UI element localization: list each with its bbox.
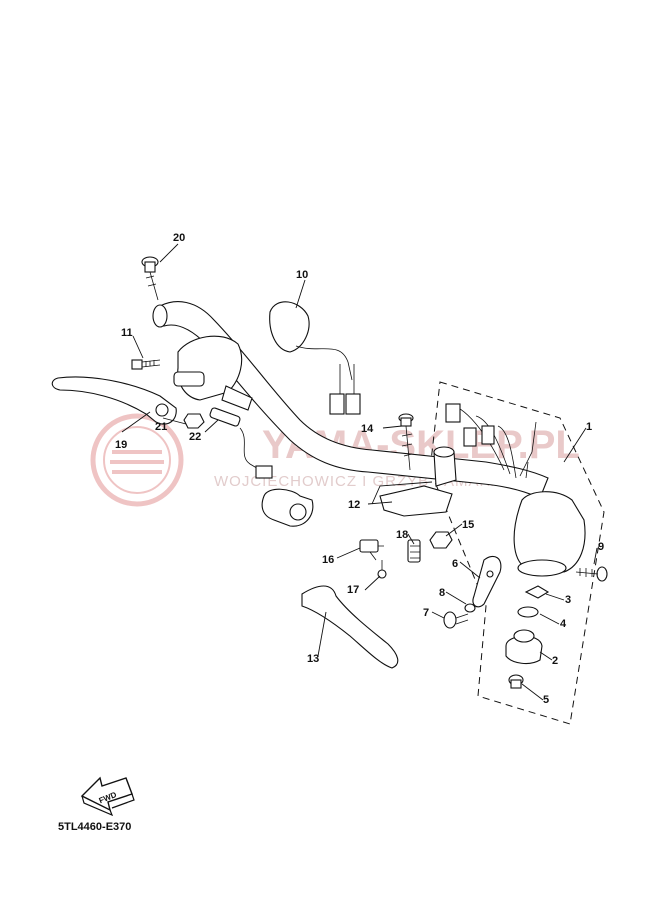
callout-13: 13: [307, 653, 319, 665]
callout-17: 17: [347, 584, 359, 596]
handlebar: [152, 301, 549, 499]
callout-4: 4: [560, 618, 567, 630]
cap-2: [505, 629, 543, 665]
washer-8: [464, 603, 476, 613]
right-switch-assembly: [445, 403, 586, 577]
bolt-11: [131, 359, 161, 370]
callout-9: 9: [598, 541, 604, 553]
screw-7: [443, 611, 469, 629]
callout-19: 19: [115, 439, 127, 451]
bolt-20: [141, 256, 159, 301]
leader-lines: [121, 243, 598, 701]
callout-22: 22: [189, 431, 201, 443]
callout-3: 3: [565, 594, 571, 606]
washer-4: [517, 606, 539, 618]
callout-6: 6: [452, 558, 458, 570]
brake-lever: [301, 585, 399, 669]
callout-21: 21: [155, 421, 167, 433]
bolt-14: [398, 413, 414, 471]
forward-arrow-icon: FWD: [80, 776, 135, 817]
bracket-clamp: [261, 488, 314, 527]
lever-holder-12: [379, 446, 457, 517]
watermark-logo: [90, 413, 184, 507]
bracket-6: [472, 555, 502, 608]
clutch-lever: [51, 376, 177, 425]
clip-3: [524, 585, 550, 599]
bolt-18: [407, 539, 421, 563]
left-lever-holder: [173, 335, 253, 411]
callout-numbers: 1 2 3 4 5 6 7 8 9 10 11 12 13 14 15 16 1…: [115, 232, 604, 706]
callout-16: 16: [322, 554, 334, 566]
brake-switch-16: [359, 539, 384, 561]
callout-11: 11: [121, 327, 133, 339]
clutch-switch: [209, 407, 273, 479]
document-code: 5TL4460-E370: [58, 821, 132, 833]
screw-17: [377, 560, 387, 579]
callout-8: 8: [439, 587, 445, 599]
callout-7: 7: [423, 607, 429, 619]
callout-20: 20: [173, 232, 185, 244]
screw-9: [575, 566, 608, 582]
callout-14: 14: [361, 423, 374, 435]
callout-10: 10: [296, 269, 308, 281]
nut-21: [183, 413, 205, 429]
left-handlebar-switch: [269, 301, 361, 415]
screw-5: [508, 674, 524, 689]
callout-15: 15: [462, 519, 474, 531]
callout-1: 1: [586, 421, 592, 433]
callout-5: 5: [543, 694, 549, 706]
callout-18: 18: [396, 529, 408, 541]
callout-12: 12: [348, 499, 360, 511]
callout-2: 2: [552, 655, 558, 667]
